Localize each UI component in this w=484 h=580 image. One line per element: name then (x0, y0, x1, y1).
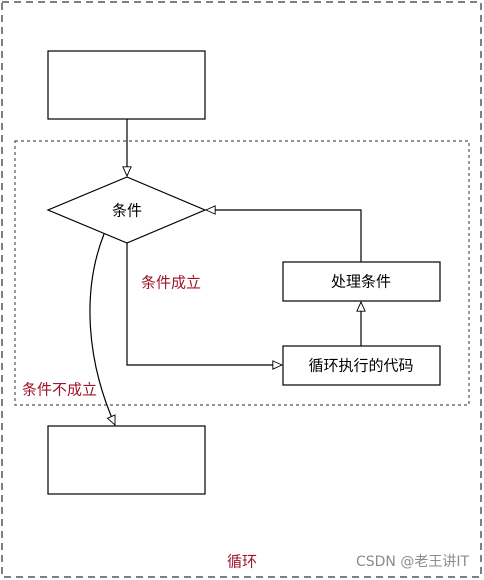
end-box (47, 425, 206, 495)
edge-condition-to-end (89, 233, 116, 425)
start-box (47, 50, 206, 120)
condition-false-label: 条件不成立 (22, 381, 97, 399)
process-condition-label: 处理条件 (331, 273, 391, 291)
process-condition-box (282, 261, 441, 302)
outer-caption: 循环 (227, 553, 257, 571)
edge-condition-to-body (126, 243, 282, 365)
edge-process-to-condition (206, 210, 362, 262)
loop-body-box (282, 345, 441, 386)
loop-region (14, 140, 470, 406)
condition-label: 条件 (112, 202, 142, 220)
condition-true-label: 条件成立 (141, 274, 201, 292)
watermark: CSDN @老王讲IT (356, 554, 469, 570)
loop-body-label: 循环执行的代码 (308, 357, 413, 375)
